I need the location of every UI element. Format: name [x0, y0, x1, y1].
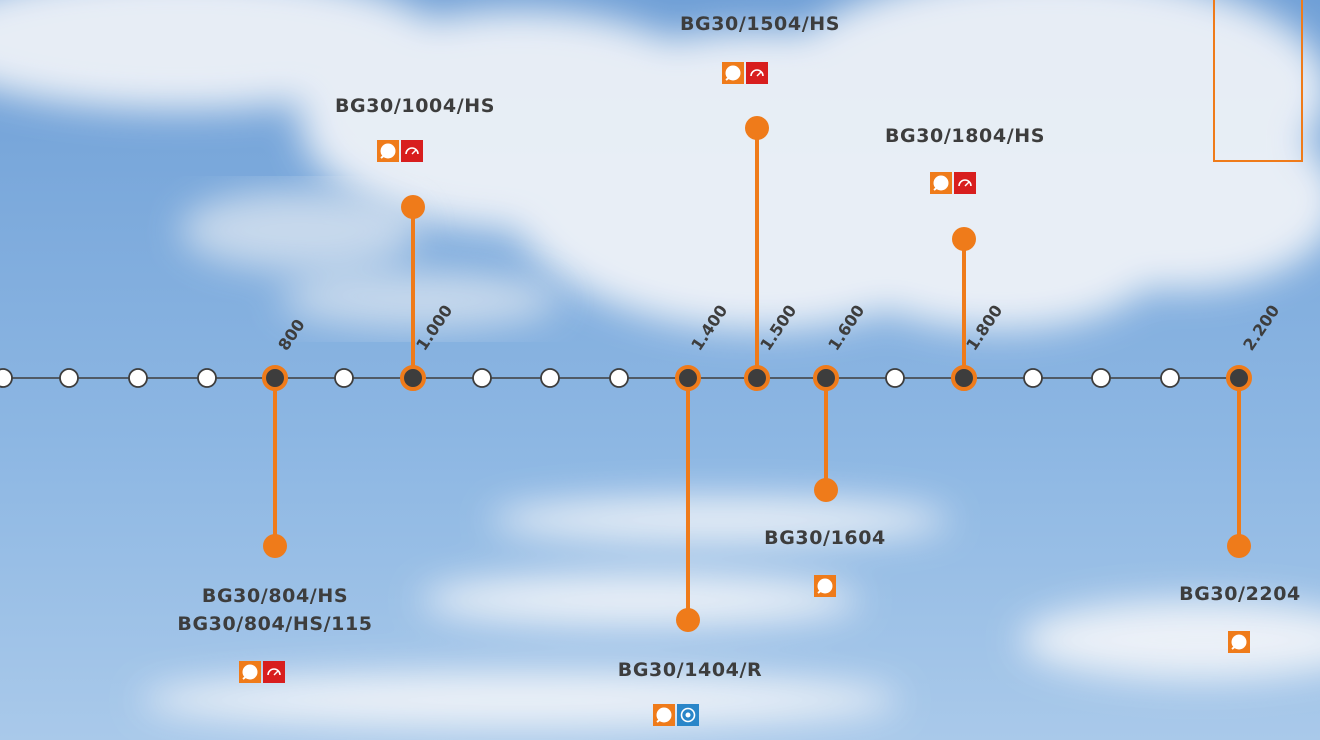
minor-node-1: [0, 368, 13, 388]
major-node-1600: [813, 365, 839, 391]
tool-icon: [239, 661, 261, 683]
model-label-bg30-1004: BG30/1004/HS: [334, 95, 496, 117]
tool-icon: [1228, 631, 1250, 653]
minor-node-7: [540, 368, 560, 388]
minor-node-5: [334, 368, 354, 388]
stem-end-dot-800: [263, 534, 287, 558]
rapid-icon: [401, 140, 423, 162]
model-label-bg30-1404: BG30/1404/R: [617, 659, 763, 681]
minor-node-6: [472, 368, 492, 388]
stem-end-dot-1400: [676, 608, 700, 632]
rapid-icon: [954, 172, 976, 194]
stem-end-dot-1000: [401, 195, 425, 219]
tool-icon: [377, 140, 399, 162]
model-label-bg30-1804: BG30/1804/HS: [884, 125, 1046, 147]
stem-end-dot-1600: [814, 478, 838, 502]
minor-node-3: [128, 368, 148, 388]
stem-end-dot-1800: [952, 227, 976, 251]
model-label-bg30-2204: BG30/2204: [1179, 583, 1301, 605]
rapid-icon: [263, 661, 285, 683]
major-node-1500: [744, 365, 770, 391]
tool-icon: [930, 172, 952, 194]
rapid-icon: [746, 62, 768, 84]
model-label-bg30-804: BG30/804/HS BG30/804/HS/115: [177, 585, 373, 635]
stem-end-dot-1500: [745, 116, 769, 140]
tool-icon: [653, 704, 675, 726]
major-node-1800: [951, 365, 977, 391]
minor-node-8: [609, 368, 629, 388]
minor-node-11: [1091, 368, 1111, 388]
minor-node-4: [197, 368, 217, 388]
minor-node-10: [1023, 368, 1043, 388]
minor-node-9: [885, 368, 905, 388]
major-node-1000: [400, 365, 426, 391]
major-node-800: [262, 365, 288, 391]
rotation-icon: [677, 704, 699, 726]
minor-node-2: [59, 368, 79, 388]
side-panel-frame: [1213, 0, 1303, 162]
tool-icon: [722, 62, 744, 84]
minor-node-12: [1160, 368, 1180, 388]
major-node-1400: [675, 365, 701, 391]
model-label-bg30-1604: BG30/1604: [764, 527, 886, 549]
major-node-2200: [1226, 365, 1252, 391]
model-label-bg30-1504: BG30/1504/HS: [679, 13, 841, 35]
stem-end-dot-2200: [1227, 534, 1251, 558]
tool-icon: [814, 575, 836, 597]
